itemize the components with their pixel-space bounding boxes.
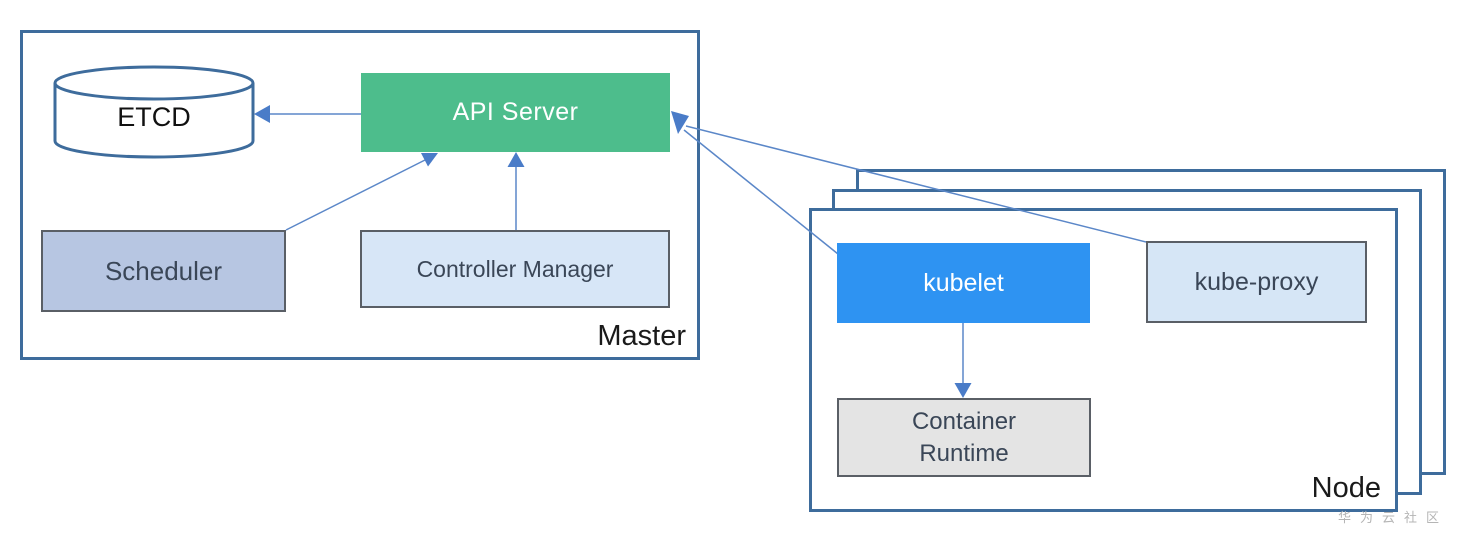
- api-server-label: API Server: [452, 98, 579, 126]
- etcd-component: ETCD: [52, 64, 256, 160]
- kubelet-label: kubelet: [923, 268, 1004, 297]
- controller-manager-box: Controller Manager: [360, 230, 670, 308]
- etcd-cylinder-icon: [53, 65, 255, 159]
- watermark-text: 华为云社区: [1338, 510, 1449, 525]
- kube-proxy-box: kube-proxy: [1146, 241, 1367, 323]
- master-group-label: Master: [597, 320, 686, 352]
- node-group-label: Node: [1311, 472, 1381, 504]
- container-runtime-label: Container Runtime: [911, 408, 1017, 467]
- container-runtime-box: Container Runtime: [837, 398, 1091, 477]
- api-server-box: API Server: [361, 73, 670, 152]
- kube-proxy-label: kube-proxy: [1194, 267, 1319, 296]
- scheduler-label: Scheduler: [104, 255, 223, 286]
- scheduler-box: Scheduler: [41, 230, 286, 312]
- etcd-label: ETCD: [117, 101, 191, 132]
- kubelet-box: kubelet: [837, 243, 1090, 323]
- controller-manager-label: Controller Manager: [416, 255, 614, 282]
